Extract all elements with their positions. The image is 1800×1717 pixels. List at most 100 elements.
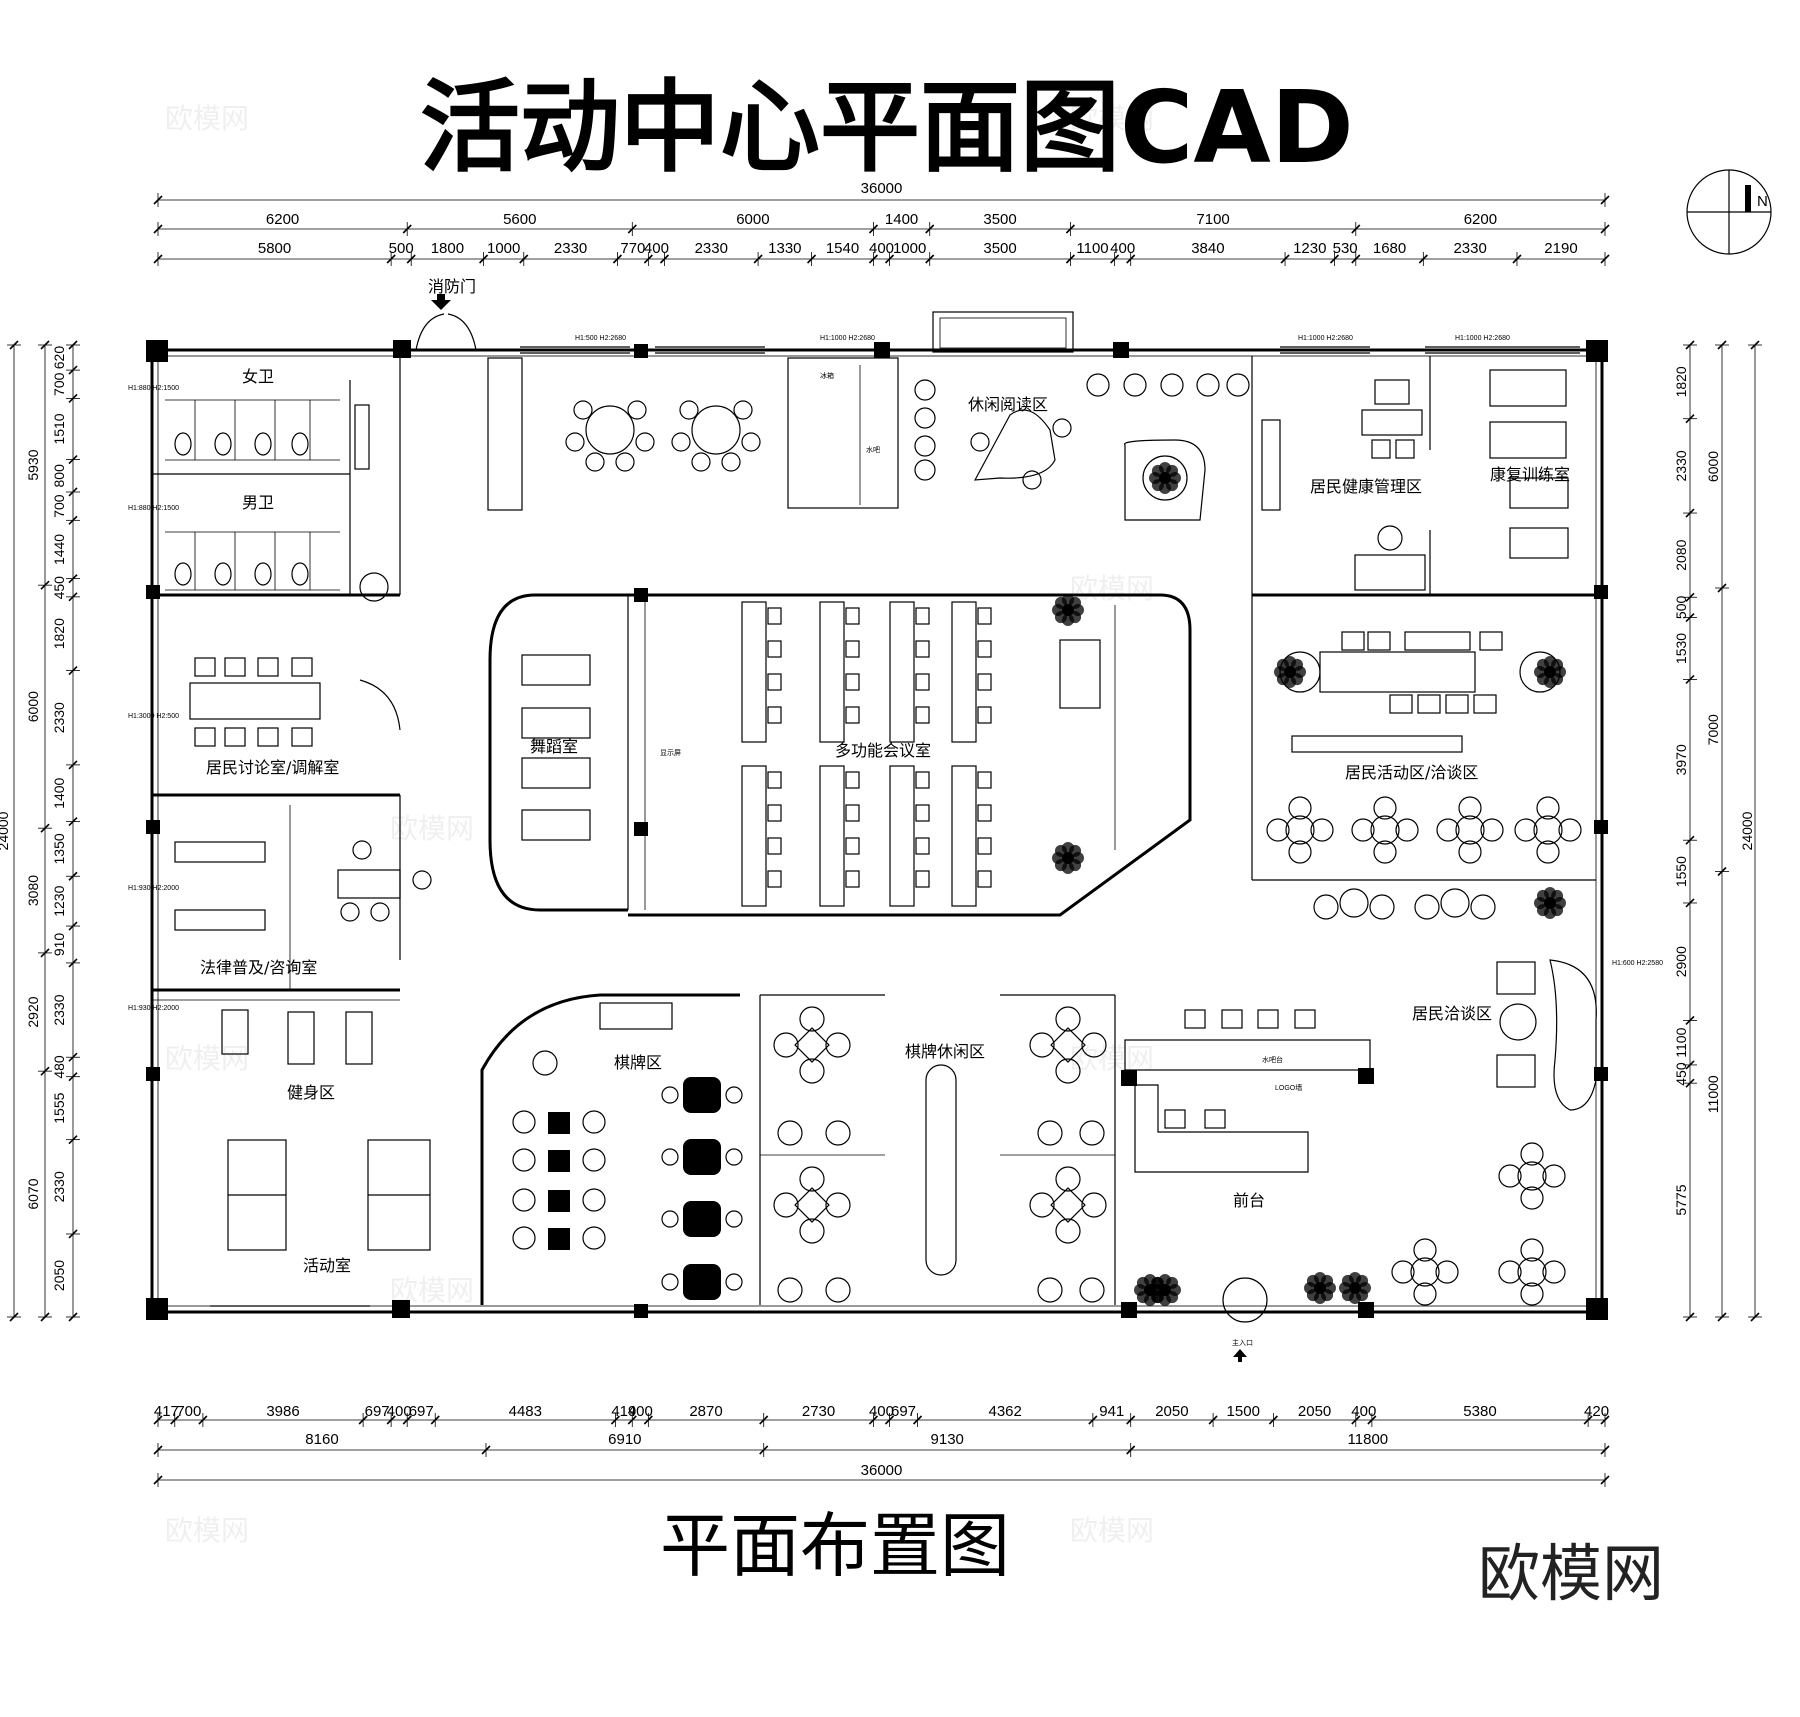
dimension-label: 400 — [644, 240, 669, 257]
chair — [845, 607, 860, 625]
chair — [1081, 1192, 1107, 1218]
card-table — [1050, 1187, 1086, 1223]
room-label-chess: 棋牌区 — [614, 1053, 662, 1072]
dimension-label: 2330 — [554, 240, 587, 257]
chair — [1029, 1032, 1055, 1058]
chair — [1369, 894, 1395, 920]
chair — [512, 1188, 536, 1212]
window-tag: H1:930 H2:2000 — [128, 1005, 179, 1012]
dimension-label: 941 — [1099, 1403, 1124, 1420]
window-tag: H1:500 H2:2680 — [575, 335, 626, 342]
dimension-label: 1555 — [51, 1092, 67, 1123]
chair — [977, 640, 992, 658]
dimension-label: 1680 — [1373, 240, 1406, 257]
window-tag: H1:3000 H2:500 — [128, 713, 179, 720]
chess-table — [683, 1077, 721, 1113]
chair — [1542, 1164, 1566, 1188]
chair — [1055, 1218, 1081, 1244]
dimension-label: 5775 — [1673, 1184, 1689, 1215]
dimension-label: 420 — [1584, 1403, 1609, 1420]
chess-area: 棋牌区 — [480, 993, 761, 1305]
dimension-label: 6000 — [736, 211, 769, 228]
dimension-label: 3986 — [266, 1403, 299, 1420]
chair — [1558, 818, 1582, 842]
dimension-label: 1530 — [1673, 633, 1689, 664]
chair — [1373, 796, 1397, 820]
dimension-label: 9130 — [931, 1431, 964, 1448]
dimension-label: 1000 — [893, 240, 926, 257]
room-label-chess-leisure: 棋牌休闲区 — [905, 1042, 985, 1061]
chair — [1470, 894, 1496, 920]
round-table — [1517, 1257, 1547, 1287]
dimension-label: 2900 — [1673, 946, 1689, 977]
card-table — [1050, 1027, 1086, 1063]
dimension-label: 24000 — [0, 811, 11, 850]
chair — [777, 1120, 803, 1146]
dimension-label: 3500 — [983, 211, 1016, 228]
dimension-label: 1440 — [51, 534, 67, 565]
room-label-mens-toilet: 男卫 — [242, 493, 274, 512]
dimension-label: 1350 — [51, 833, 67, 864]
dimension-label: 400 — [1351, 1403, 1376, 1420]
round-table — [1533, 815, 1563, 845]
chair — [767, 837, 782, 855]
chair — [767, 771, 782, 789]
chair — [977, 837, 992, 855]
chair — [1055, 1166, 1081, 1192]
chess-table — [548, 1150, 570, 1172]
chair — [1373, 840, 1397, 864]
dimension-label: 6200 — [266, 211, 299, 228]
dimension-label: 417 — [154, 1403, 179, 1420]
desk — [741, 601, 767, 743]
chair — [1081, 1032, 1107, 1058]
dimension-label: 3500 — [983, 240, 1016, 257]
chair — [1436, 818, 1460, 842]
dimension-label: 800 — [51, 464, 67, 488]
dimension-label: 5930 — [25, 449, 41, 480]
watermark: 欧模网 — [1070, 1514, 1154, 1547]
dimension-label: 2330 — [51, 702, 67, 733]
watermark: 欧模网 — [165, 1514, 249, 1547]
chair — [767, 870, 782, 888]
watermark: 欧模网 — [1070, 102, 1154, 135]
desk — [951, 765, 977, 907]
dimension-label: 1400 — [885, 211, 918, 228]
brand-logo: 欧模网 — [1478, 1537, 1664, 1610]
chair — [1520, 1238, 1544, 1262]
dimension-label: 1820 — [51, 618, 67, 649]
north-label: N — [1757, 193, 1768, 210]
logo-wall-label: LOGO墙 — [1275, 1083, 1302, 1092]
chair — [1029, 1192, 1055, 1218]
chair — [661, 1210, 679, 1228]
chair — [977, 673, 992, 691]
desk — [741, 765, 767, 907]
room-label-dance: 舞蹈室 — [530, 737, 578, 756]
round-tables — [1266, 796, 1582, 1306]
chair — [767, 640, 782, 658]
north-arrow-icon: N — [1686, 169, 1772, 255]
chair — [1079, 1120, 1105, 1146]
plant-icon — [1052, 842, 1084, 874]
top-center-zone: 冰箱 水吧 H1:500 H2:2680 H1:1000 H2:2680 — [487, 311, 1074, 511]
dimension-label: 910 — [51, 933, 67, 957]
chair — [767, 673, 782, 691]
watermarks: 欧模网 欧模网 欧模网 欧模网 欧模网 欧模网 欧模网 欧模网 欧模网 — [165, 102, 1154, 1547]
page-title: 活动中心平面图CAD — [420, 69, 1354, 186]
chair — [977, 706, 992, 724]
chess-table — [548, 1112, 570, 1134]
chess-table — [548, 1228, 570, 1250]
dimension-label: 2330 — [1453, 240, 1486, 257]
dimension-label: 697 — [409, 1403, 434, 1420]
dimension-label: 400 — [869, 1403, 894, 1420]
dimension-label: 4483 — [509, 1403, 542, 1420]
dance-room: 舞蹈室 — [488, 593, 629, 912]
chair — [1498, 1260, 1522, 1284]
chair — [1313, 894, 1339, 920]
dimension-label: 5800 — [258, 240, 291, 257]
watermark: 欧模网 — [390, 812, 474, 845]
dimension-label: 620 — [51, 346, 67, 370]
round-table — [1285, 815, 1315, 845]
round-table — [1370, 815, 1400, 845]
